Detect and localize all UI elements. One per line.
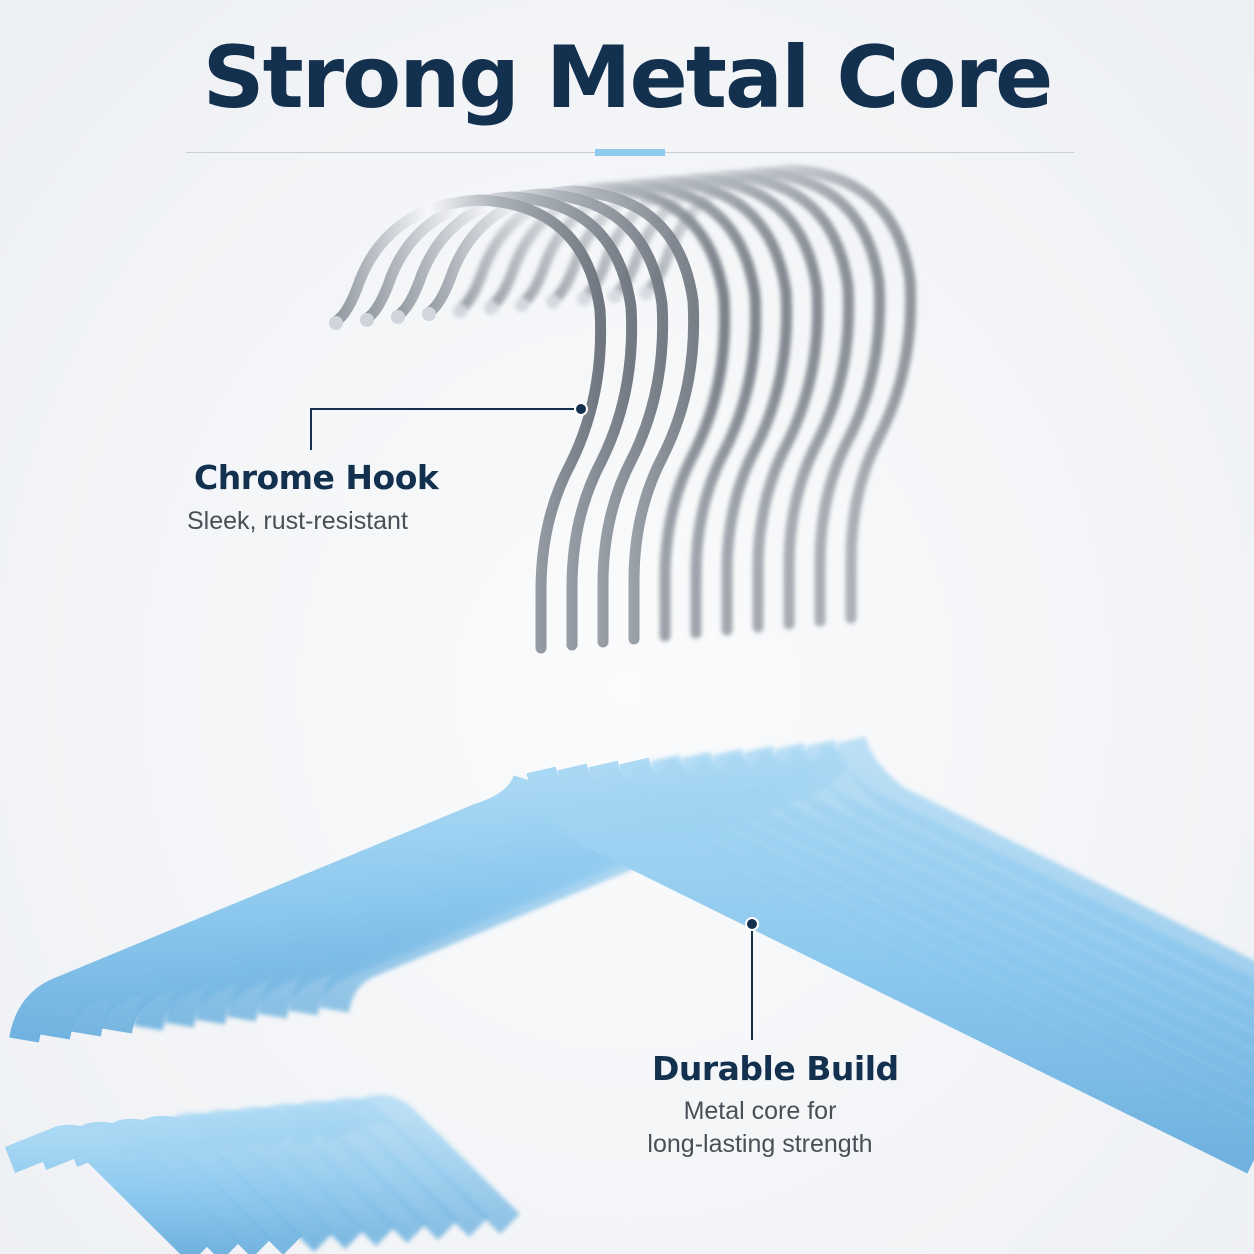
callout-body-durable-build-line1: Metal core for (683, 1097, 837, 1125)
callout-line-chrome-hook (310, 408, 581, 450)
callout-body-durable-build-line2: long-lasting strength (647, 1130, 873, 1158)
title-accent-bar (595, 149, 665, 156)
front-hanger (4, 194, 1254, 1254)
headline: Strong Metal Core (202, 28, 1054, 128)
callout-dot-chrome-hook (574, 402, 588, 416)
callout-dot-durable-build (745, 917, 759, 931)
callout-title-durable-build: Durable Build (652, 1049, 899, 1088)
callout-title-chrome-hook: Chrome Hook (194, 458, 439, 497)
callout-body-chrome-hook: Sleek, rust-resistant (187, 507, 408, 535)
